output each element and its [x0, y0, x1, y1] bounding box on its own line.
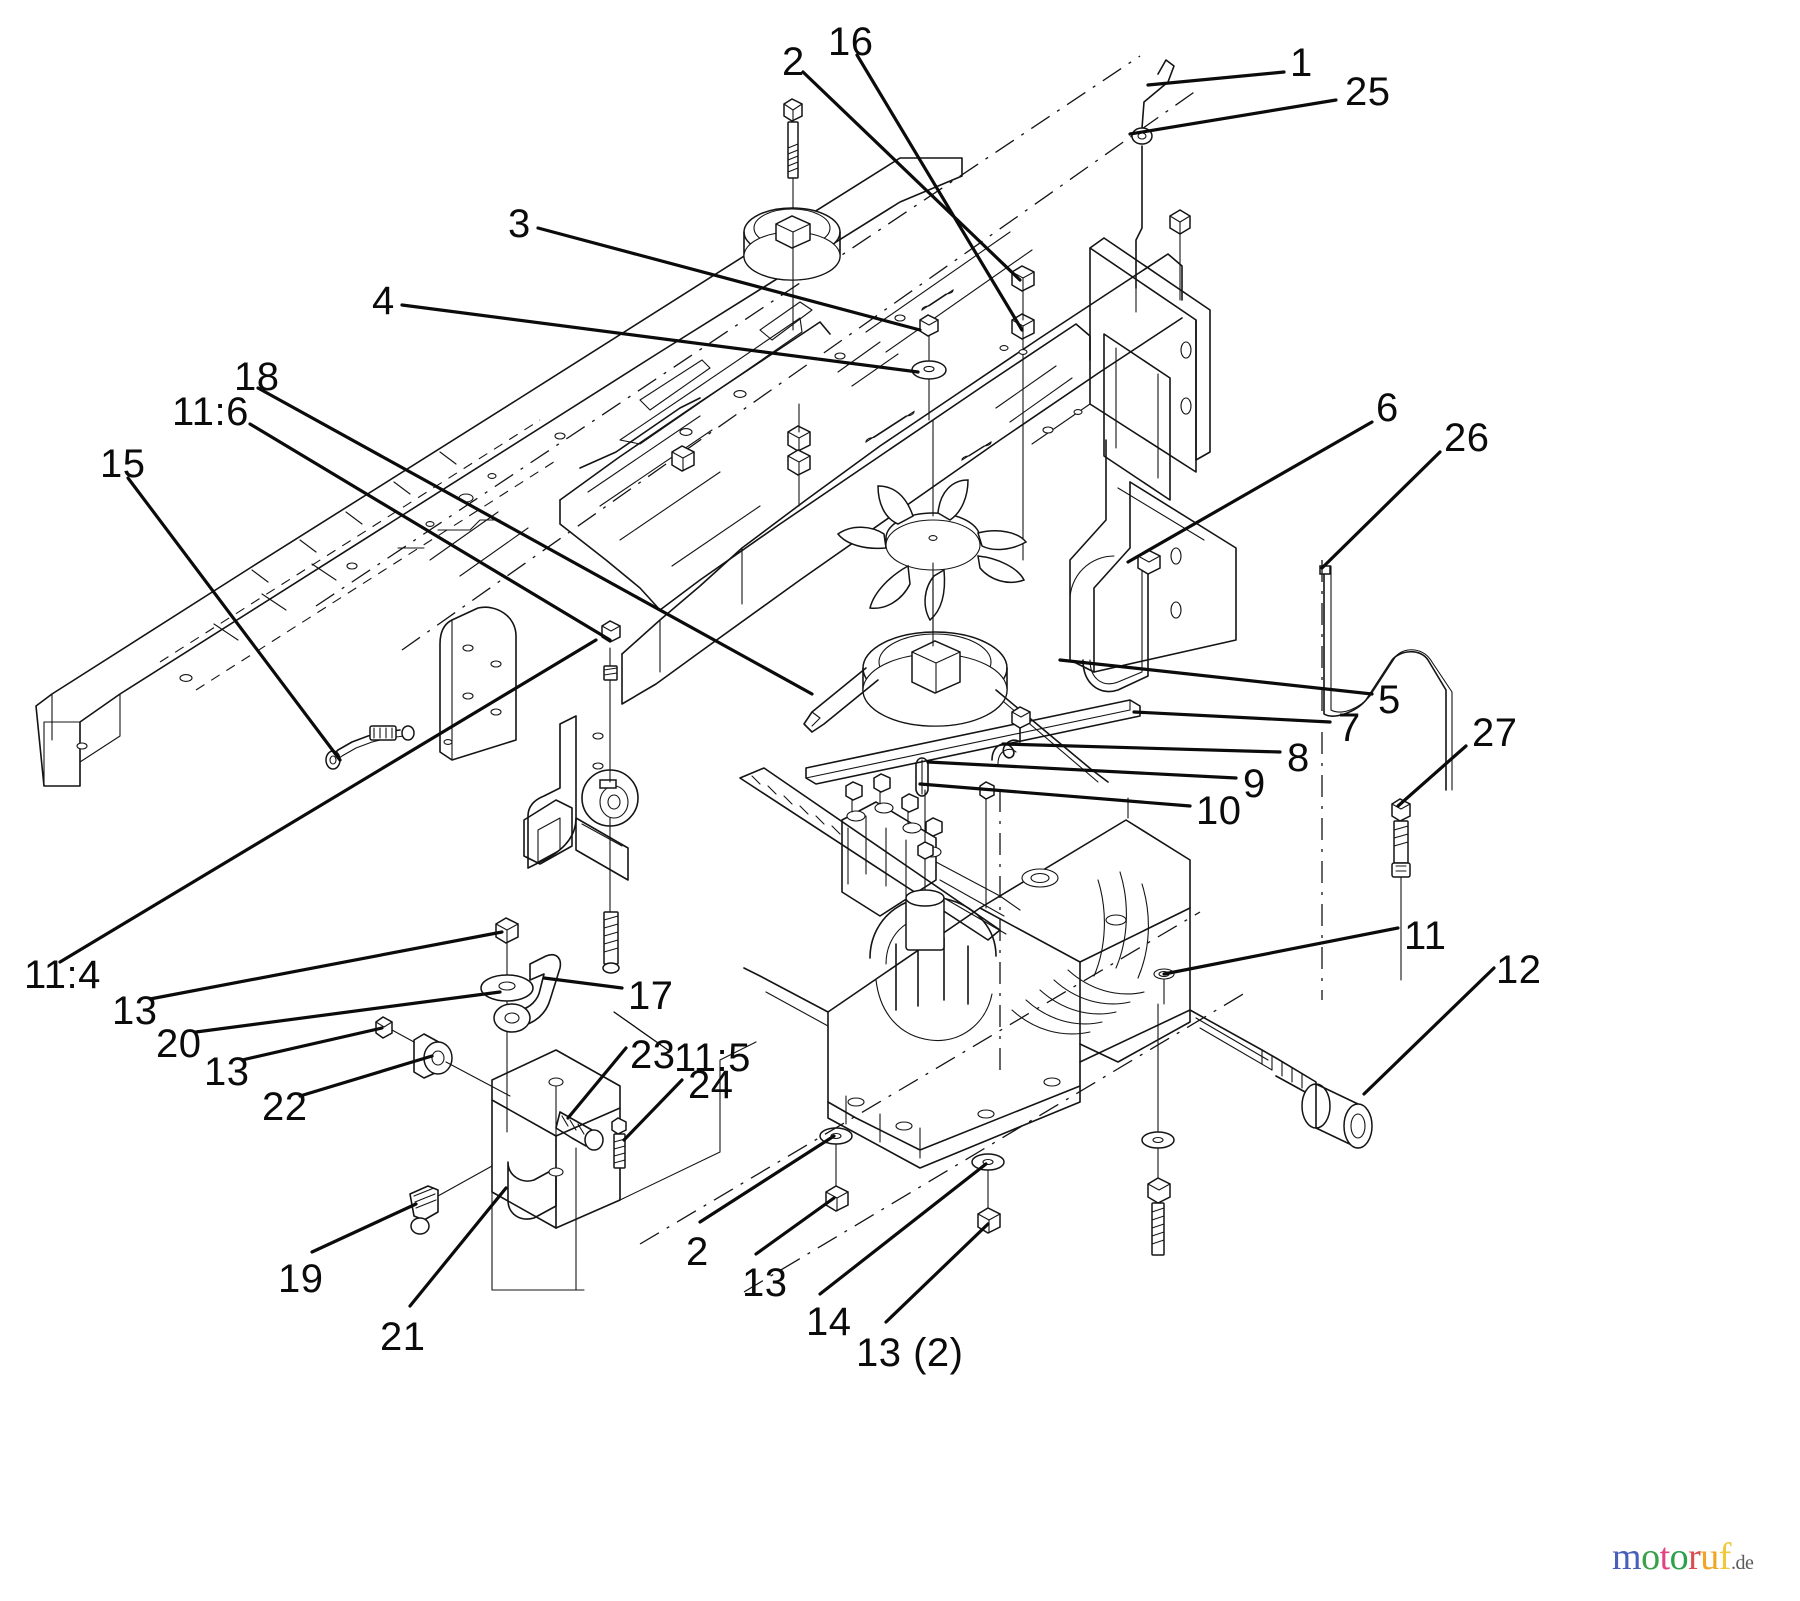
part-21-u-bracket — [409, 1041, 757, 1291]
center-frame-rail — [315, 55, 1201, 705]
callout-25: 25 — [1345, 70, 1391, 114]
callout-1: 1 — [1290, 41, 1313, 85]
callout-15: 15 — [100, 442, 146, 486]
idler-bracket-assembly — [375, 620, 639, 1133]
callout-19: 19 — [278, 1257, 324, 1301]
watermark-letter: f — [1718, 1536, 1732, 1578]
callout-10: 10 — [1196, 789, 1242, 833]
part-4-washer-stack — [671, 314, 947, 507]
callout-2: 2 — [686, 1230, 709, 1274]
watermark-letter: t — [1659, 1536, 1671, 1578]
motoruf-watermark: motoruf.de — [1612, 1536, 1754, 1578]
part-8-rod — [805, 699, 1141, 785]
deck-plate — [559, 301, 1091, 611]
callout-22: 22 — [262, 1085, 308, 1129]
callout-27: 27 — [1472, 711, 1518, 755]
callout-6: 6 — [1376, 386, 1399, 430]
part-10-clip — [915, 757, 929, 797]
part-3-bolt-pulley — [743, 98, 841, 331]
callout-12: 12 — [1496, 948, 1542, 992]
callout-23: 23 — [630, 1033, 676, 1077]
watermark-suffix: .de — [1730, 1552, 1754, 1574]
callout-24: 24 — [688, 1063, 734, 1107]
callout-7: 7 — [1338, 706, 1361, 750]
callout-17: 17 — [628, 974, 674, 1018]
callout-13: 13 — [112, 989, 158, 1033]
callout-16: 16 — [828, 20, 874, 64]
callout-11: 11 — [1404, 914, 1447, 958]
bottom-hardware — [819, 1003, 1175, 1256]
callout-4: 4 — [372, 279, 395, 323]
leader-lines — [58, 53, 1496, 1324]
center-axes — [639, 560, 1323, 1293]
callout-21: 21 — [380, 1315, 426, 1359]
callout-2: 2 — [782, 40, 805, 84]
callout-8: 8 — [1287, 736, 1310, 780]
part-9-bent-rod — [991, 706, 1031, 765]
callout-13: 13 — [742, 1261, 788, 1305]
callout-9: 9 — [1243, 762, 1266, 806]
watermark-letter: u — [1700, 1536, 1719, 1578]
callout-13-2: 13 (2) — [856, 1331, 964, 1375]
watermark-letter: m — [1612, 1536, 1642, 1578]
callout-5: 5 — [1378, 678, 1401, 722]
watermark-letter: o — [1641, 1536, 1660, 1578]
part-27-bolt — [1391, 798, 1411, 981]
drive-pulley — [803, 577, 1109, 783]
right-side-plate — [1069, 237, 1237, 673]
part-18-plate — [439, 606, 517, 761]
callout-11-4: 11:4 — [24, 953, 101, 997]
callout-26: 26 — [1444, 416, 1490, 460]
left-frame-rail — [35, 157, 963, 787]
callout-18: 18 — [234, 355, 280, 399]
cooling-fan — [836, 419, 1028, 637]
callout-11-6: 11:6 — [172, 390, 249, 434]
callout-20: 20 — [156, 1022, 202, 1066]
transaxle-assembly — [739, 767, 1373, 1169]
callout-14: 14 — [806, 1300, 852, 1344]
callout-3: 3 — [508, 202, 531, 246]
part-15-spring — [325, 725, 415, 770]
watermark-letter: o — [1669, 1536, 1689, 1578]
part-2-16-nuts — [1011, 265, 1035, 561]
callout-11-5: 11:5 — [674, 1036, 751, 1080]
callout-13: 13 — [204, 1050, 250, 1094]
watermark-letter: r — [1688, 1536, 1701, 1578]
